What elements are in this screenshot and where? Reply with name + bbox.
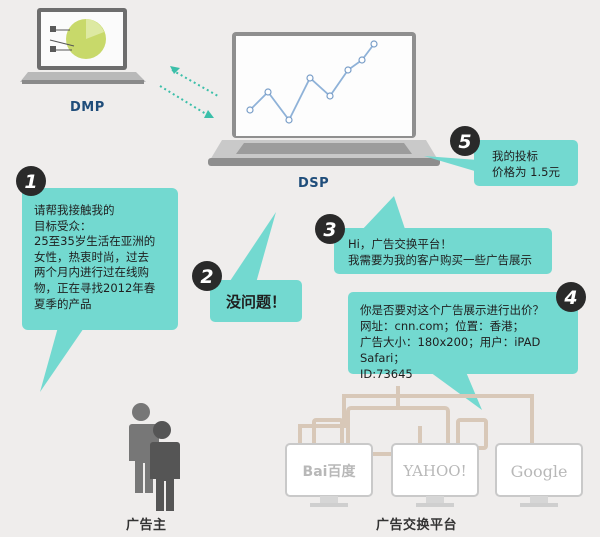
step-3-line: Hi，广告交换平台！ xyxy=(348,237,452,251)
step-number-1: 1 xyxy=(24,171,37,193)
bubble-step-5 xyxy=(424,140,578,186)
bubble-step-2 xyxy=(210,212,302,322)
advertiser-label: 广告主 xyxy=(126,518,167,533)
step-1-line: 请帮我接触我的 xyxy=(34,203,115,217)
step-1-line: 目标受众： xyxy=(34,218,92,233)
bubble-step-3 xyxy=(334,196,552,274)
step-4-text: 你是否要对这个广告展示进行出价？ 网址：cnn.com；位置：香港； 广告大小：… xyxy=(360,302,574,382)
dmp-label: DMP xyxy=(70,100,105,115)
baidu-logo: Bai百度 xyxy=(303,463,357,480)
step-1-line: 25至35岁生活在亚洲的 xyxy=(34,234,156,249)
step-1-text: 请帮我接触我的 目标受众： 25至35岁生活在亚洲的 女性，热衷时尚，过去 两个… xyxy=(34,203,174,312)
step-3-line: 我需要为我的客户购买一些广告展示 xyxy=(348,253,532,267)
google-logo: Google xyxy=(511,462,568,481)
step-1-line: 两个月内进行过在线购 xyxy=(34,265,149,280)
step-number-2: 2 xyxy=(200,266,213,288)
step-1-line: 物，正在寻找2012年春 xyxy=(34,280,156,295)
dsp-laptop xyxy=(208,32,440,166)
step-number-3: 3 xyxy=(323,219,336,241)
step-5-line: 我的投标 xyxy=(492,149,538,163)
bubble-step-1 xyxy=(22,188,178,392)
exchange-network xyxy=(298,386,534,456)
yahoo-logo: YAHOO! xyxy=(402,462,466,480)
exchange-monitors xyxy=(285,443,583,507)
advertiser-people-icon xyxy=(126,403,180,511)
step-4-line: 网址：cnn.com；位置：香港； xyxy=(360,319,525,333)
step-number-4: 4 xyxy=(563,287,577,309)
step-1-line: 女性，热衷时尚，过去 xyxy=(34,249,149,264)
bubble-step-4 xyxy=(348,292,578,410)
dmp-laptop xyxy=(20,8,146,84)
step-5-text: 我的投标 价格为 1.5元 xyxy=(492,148,576,180)
step-4-line: ID:73645 xyxy=(360,367,413,381)
dsp-label: DSP xyxy=(298,176,330,191)
step-number-5: 5 xyxy=(458,131,471,153)
step-4-line: 你是否要对这个广告展示进行出价？ xyxy=(360,303,544,317)
step-5-line: 价格为 1.5元 xyxy=(492,165,560,179)
step-3-text: Hi，广告交换平台！ 我需要为我的客户购买一些广告展示 xyxy=(348,236,548,268)
exchange-label: 广告交换平台 xyxy=(376,518,458,533)
dmp-dsp-arrows xyxy=(159,66,219,118)
step-badges xyxy=(16,126,586,312)
step-2-text: 没问题！ xyxy=(226,293,287,311)
step-1-line: 夏季的产品 xyxy=(34,296,92,311)
step-4-line: 广告大小：180x200；用户：iPAD Safari； xyxy=(360,335,541,365)
